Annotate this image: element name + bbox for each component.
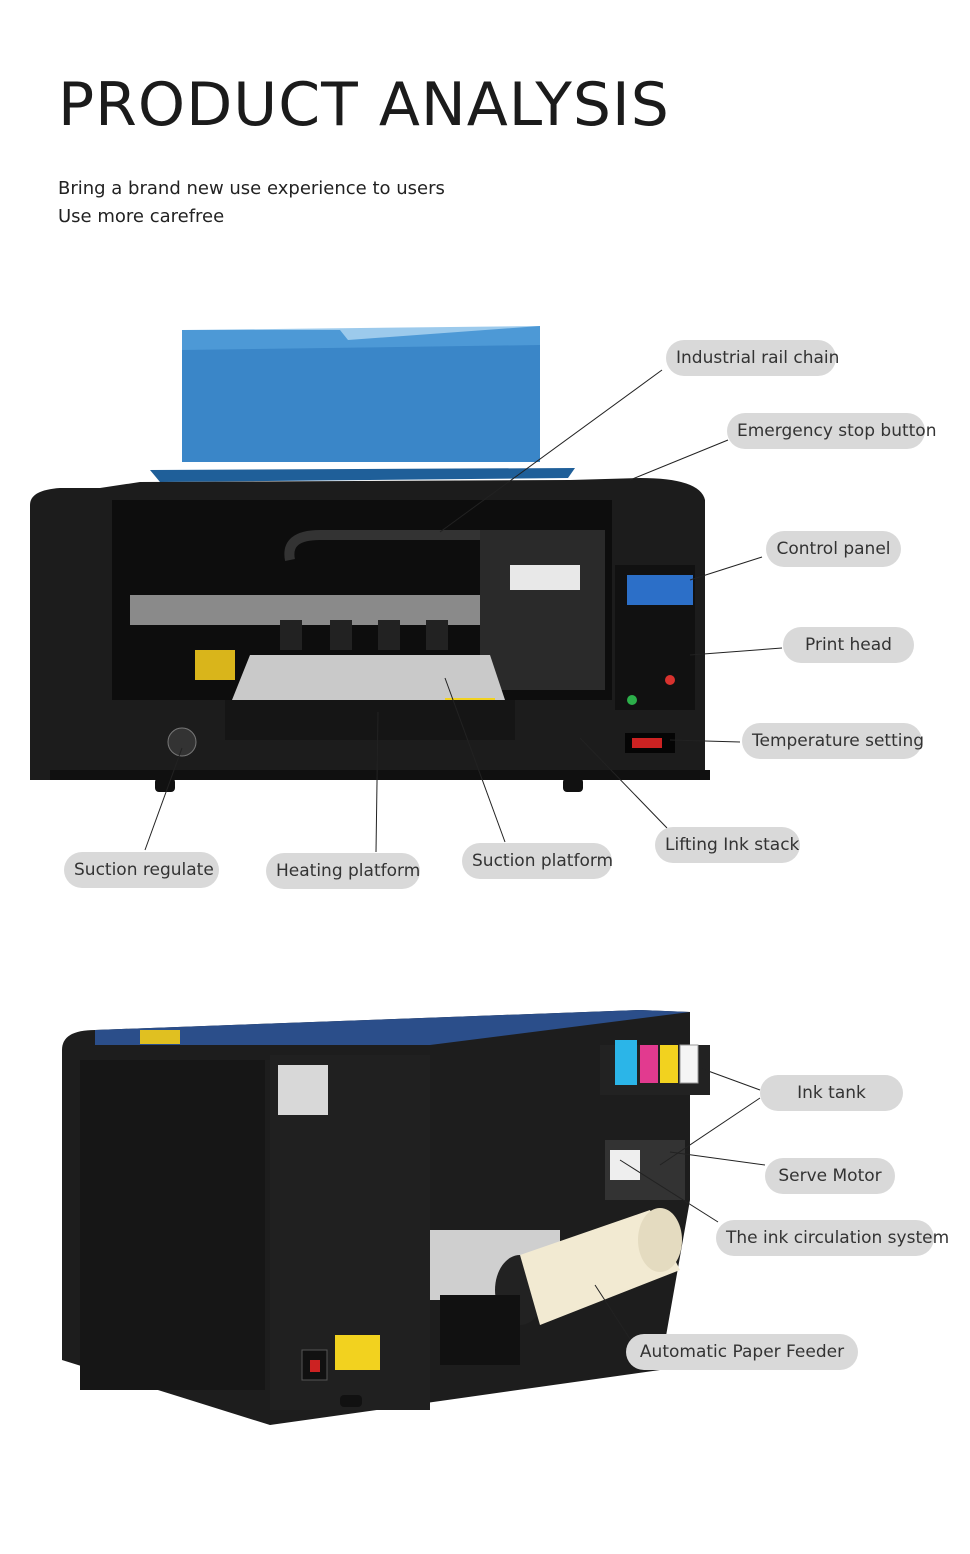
subtitle-line-1: Bring a brand new use experience to user…	[58, 178, 445, 199]
rear-printer-image	[62, 1010, 710, 1425]
label-ink-tank: Ink tank	[760, 1075, 903, 1111]
label-emergency-stop-button: Emergency stop button	[727, 413, 936, 449]
label-temperature-setting: Temperature setting	[742, 723, 924, 759]
label-heating-platform: Heating platform	[266, 853, 420, 889]
subtitle-line-2: Use more carefree	[58, 206, 225, 227]
front-leader-lines	[144, 369, 783, 853]
label-print-head: Print head	[783, 627, 914, 663]
page-title: PRODUCT ANALYSIS	[58, 70, 670, 140]
label-suction-regulate: Suction regulate	[64, 852, 219, 888]
label-lifting-ink-stack: Lifting Ink stack	[655, 827, 800, 863]
label-ink-circulation-system: The ink circulation system	[716, 1220, 949, 1256]
rear-leader-lines	[594, 1067, 766, 1343]
front-printer-image	[30, 326, 710, 792]
label-suction-platform: Suction platform	[462, 843, 613, 879]
label-serve-motor: Serve Motor	[765, 1158, 895, 1194]
label-automatic-paper-feeder: Automatic Paper Feeder	[626, 1334, 858, 1370]
label-control-panel: Control panel	[766, 531, 901, 567]
label-industrial-rail-chain: Industrial rail chain	[666, 340, 839, 376]
